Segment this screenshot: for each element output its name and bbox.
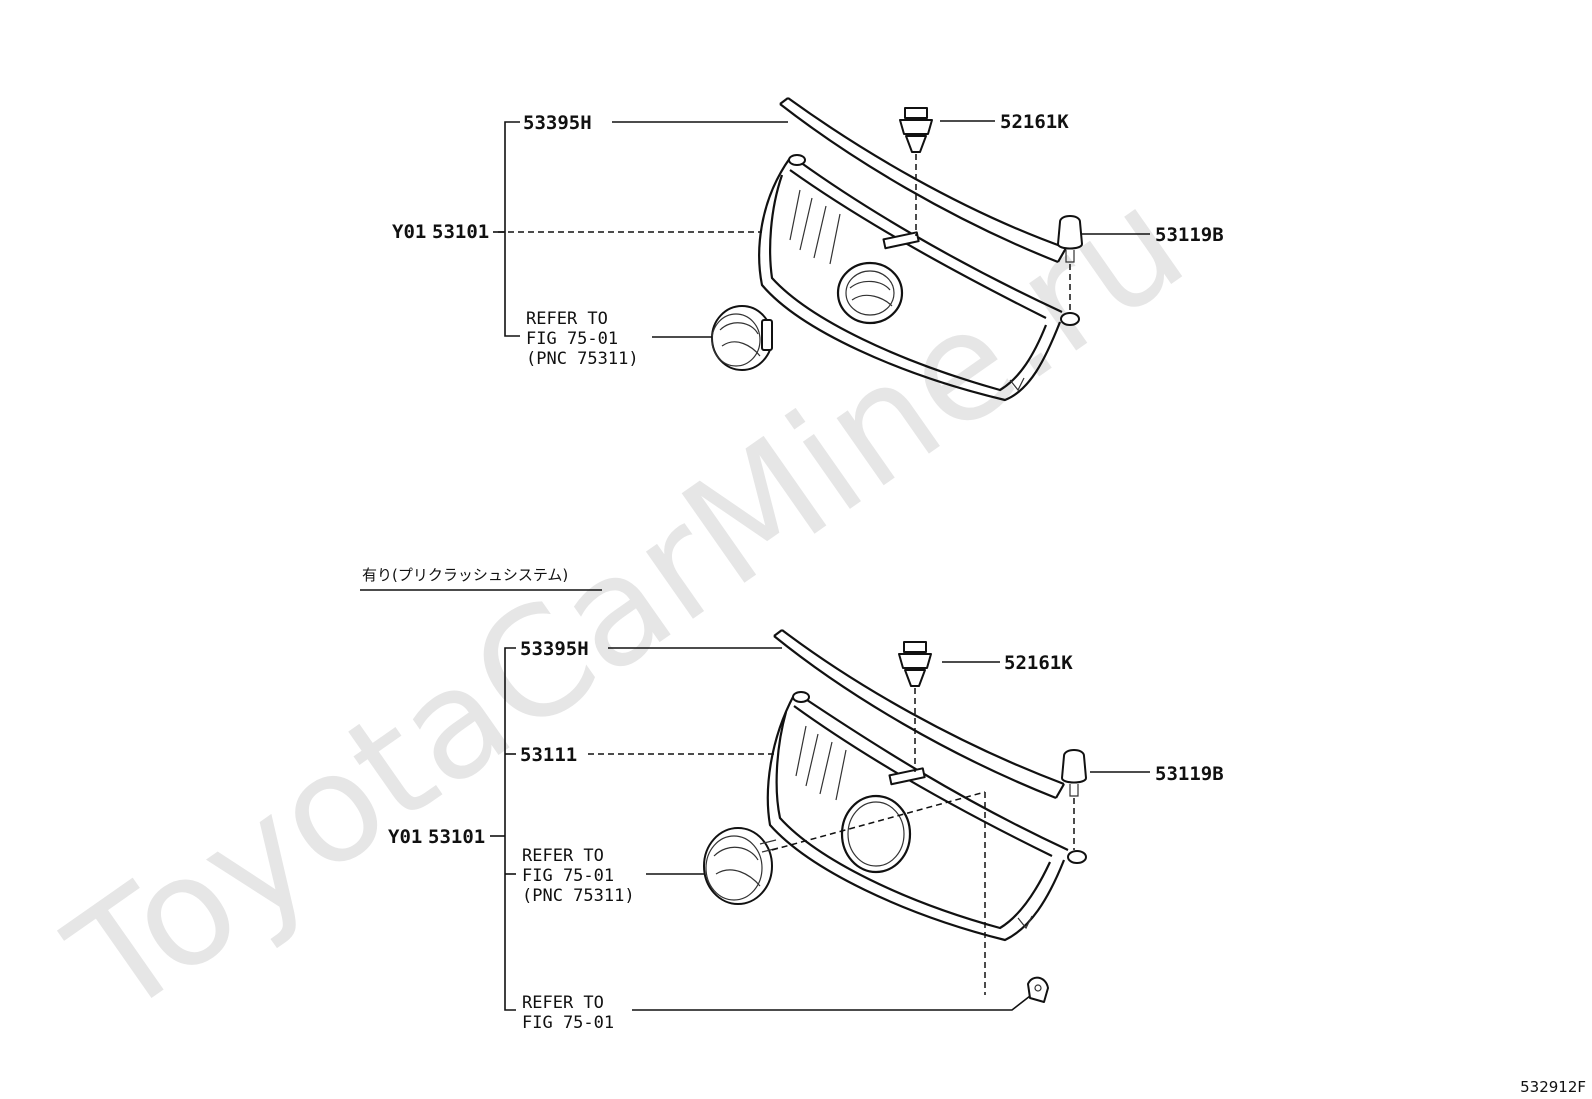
lower-label-clip: 52161K: [1004, 652, 1073, 674]
lower-label-grille-prefix: Y01: [388, 826, 422, 848]
lower-label-refer-b2: FIG 75-01: [522, 1013, 614, 1033]
lower-label-refer-a3: (PNC 75311): [522, 886, 635, 906]
figure-id: 532912F: [1520, 1078, 1586, 1096]
upper-label-refer-2: FIG 75-01: [526, 329, 618, 349]
lower-label-sub-grille: 53111: [520, 744, 577, 766]
upper-retainer-part: [1057, 215, 1083, 312]
upper-label-grille: 53101: [432, 221, 489, 243]
lower-assembly: 有り(プリクラッシュシステム): [360, 566, 1224, 1033]
lower-sensor-bracket-part: [1027, 976, 1049, 1003]
upper-clip-part: [899, 107, 933, 236]
lower-molding-part: [773, 629, 1065, 800]
upper-label-clip: 52161K: [1000, 111, 1069, 133]
condition-note: 有り(プリクラッシュシステム): [362, 566, 568, 584]
lower-label-refer-a1: REFER TO: [522, 846, 604, 866]
upper-label-grille-prefix: Y01: [392, 221, 426, 243]
lower-label-molding: 53395H: [520, 638, 589, 660]
lower-grille-part: [766, 691, 1087, 942]
upper-label-molding: 53395H: [523, 112, 592, 134]
lower-label-retainer: 53119B: [1155, 763, 1224, 785]
upper-leaders: [493, 120, 1150, 338]
lower-leaders: [490, 647, 1150, 1011]
lower-label-grille: 53101: [428, 826, 485, 848]
watermark: ToyotaCarMine.ru: [40, 155, 1214, 1050]
upper-emblem-part: [711, 305, 773, 371]
lower-clip-part: [898, 641, 932, 772]
lower-label-refer-b1: REFER TO: [522, 993, 604, 1013]
upper-label-retainer: 53119B: [1155, 224, 1224, 246]
upper-label-refer-3: (PNC 75311): [526, 349, 639, 369]
upper-label-refer-1: REFER TO: [526, 309, 608, 329]
lower-retainer-part: [1061, 749, 1087, 850]
upper-molding-part: [779, 97, 1067, 264]
lower-emblem-part: [703, 791, 986, 995]
upper-assembly: 53395H 52161K 53119B Y01 53101 REFER TO …: [392, 97, 1224, 402]
lower-label-refer-a2: FIG 75-01: [522, 866, 614, 886]
